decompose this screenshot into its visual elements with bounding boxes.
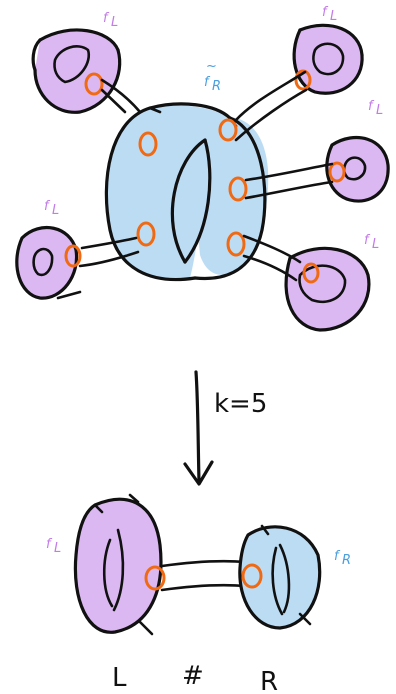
label-f-l-sub: L	[376, 103, 383, 118]
label-f-l: f	[364, 233, 371, 248]
label-f-l: f	[322, 5, 329, 20]
label-f-l: f	[368, 99, 375, 114]
puncture-ring	[64, 244, 82, 268]
puncture-ring	[226, 231, 246, 257]
puncture-ring	[144, 565, 166, 591]
bottom-labels: f L f R L # R	[46, 537, 351, 694]
puncture-ring	[84, 72, 104, 96]
puncture-ring	[328, 161, 346, 183]
handlebody-bottom-right	[284, 246, 371, 332]
puncture-ring	[136, 221, 156, 247]
label-f-r-sub: R	[342, 553, 351, 568]
label-f-r-tilde-sub: R	[212, 79, 221, 94]
puncture-ring	[241, 563, 263, 589]
label-f-r: f	[334, 549, 341, 564]
label-f-l: f	[46, 537, 53, 552]
label-f-l-sub: L	[111, 15, 118, 30]
label-f-r-tilde: f	[204, 75, 211, 90]
puncture-ring	[138, 131, 158, 157]
connecting-tubes	[56, 70, 334, 300]
label-f-l: f	[44, 199, 51, 214]
label-L: L	[112, 663, 127, 693]
handlebody-left-bottom	[15, 226, 82, 300]
handlebody-top-right	[292, 23, 364, 95]
central-punctures	[136, 118, 248, 257]
puncture-ring	[302, 262, 320, 284]
label-f-l: f	[103, 11, 110, 26]
puncture-ring	[294, 69, 312, 91]
puncture-ring	[218, 118, 238, 142]
label-f-l-sub: L	[372, 237, 379, 252]
label-f-l-sub: L	[330, 9, 337, 24]
label-f-r-tilde-mark: ~	[206, 59, 217, 74]
puncture-ring	[228, 176, 248, 202]
bottom-tube	[160, 559, 248, 592]
top-labels: f L f L f L f L f L ~ f R	[44, 5, 383, 252]
handlebody-right-middle	[325, 136, 390, 203]
bottom-handlebody-left	[73, 493, 166, 636]
downward-arrow: k=5	[183, 370, 267, 486]
arrow-label: k=5	[214, 389, 267, 419]
handlebody-top-left	[31, 28, 127, 114]
bottom-handlebody-right	[238, 524, 322, 630]
label-f-l-sub: L	[54, 541, 61, 556]
label-f-l-sub: L	[52, 203, 59, 218]
label-R: R	[260, 667, 278, 694]
label-hash: #	[182, 661, 204, 691]
